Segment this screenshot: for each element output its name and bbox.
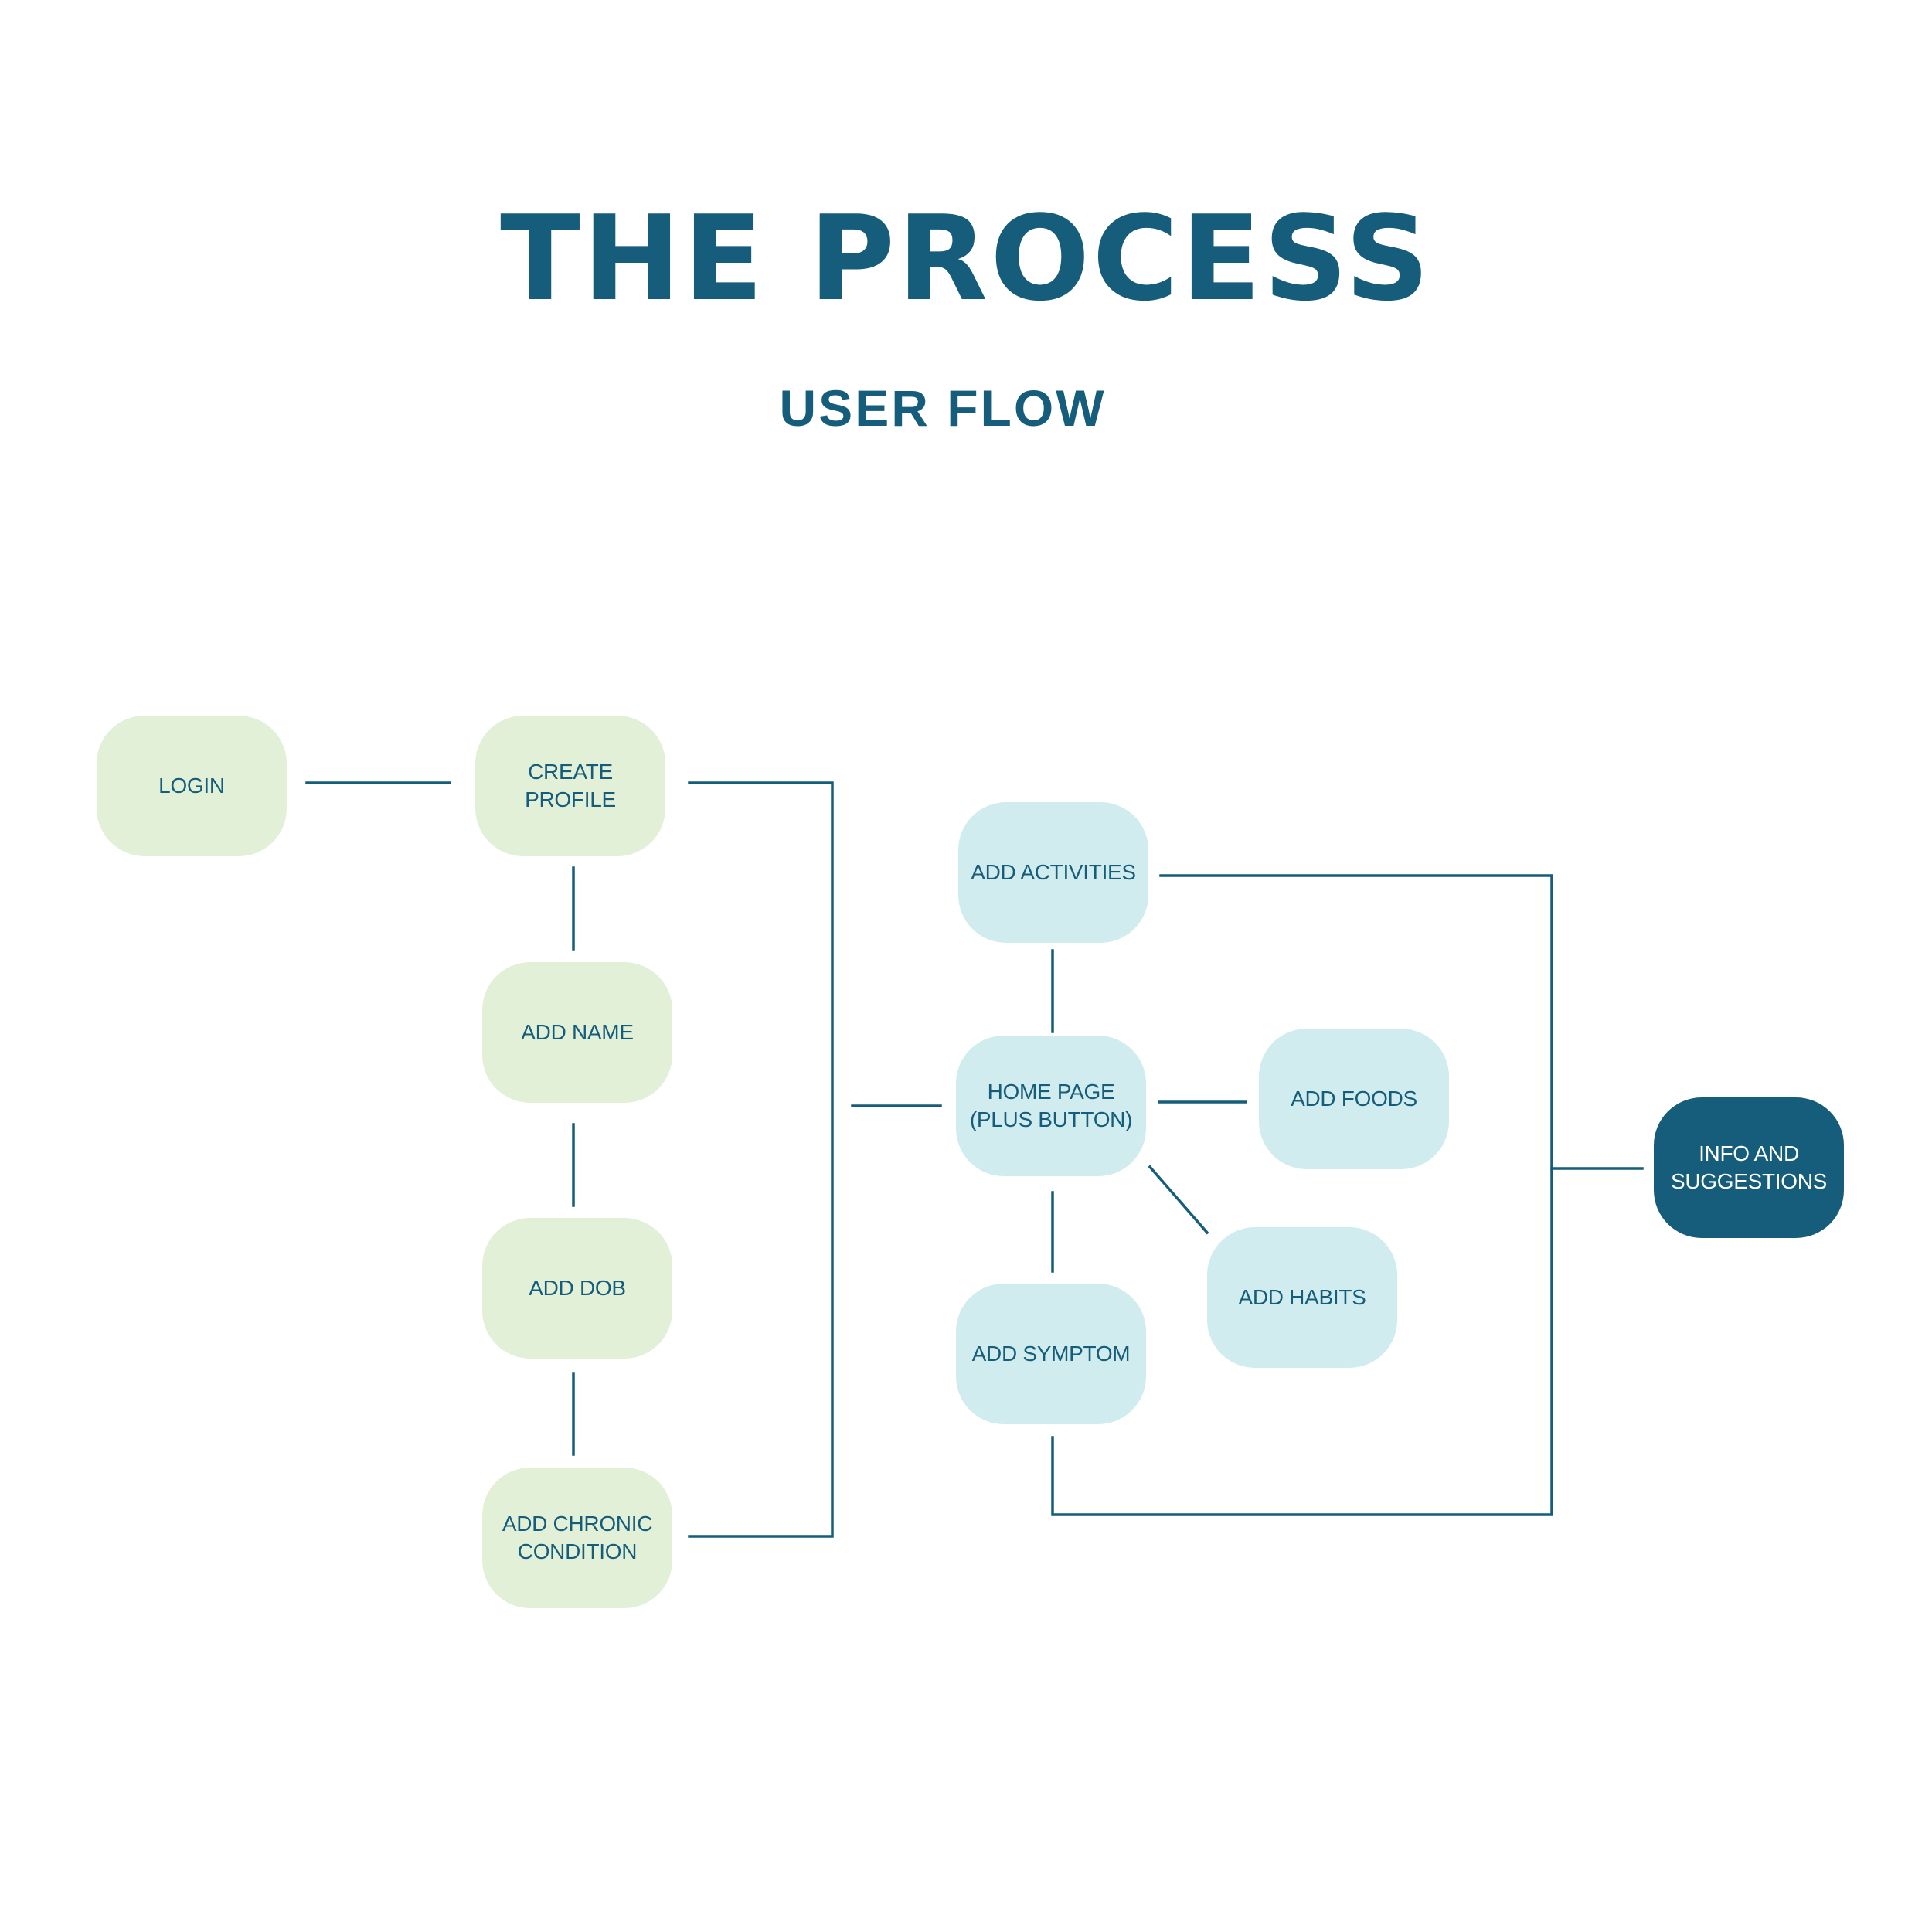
login-node-label: LOGIN <box>158 774 225 798</box>
add-foods-node[interactable]: ADD FOODS <box>1259 1029 1449 1169</box>
add-name-node[interactable]: ADD NAME <box>482 962 672 1103</box>
info-and-suggestions-node-label: INFO AND SUGGESTIONS <box>1670 1141 1828 1193</box>
home-page-node[interactable]: HOME PAGE (PLUS BUTTON) <box>956 1036 1146 1176</box>
add-habits-node[interactable]: ADD HABITS <box>1207 1227 1397 1368</box>
add-chronic-condition-node[interactable]: ADD CHRONIC CONDITION <box>482 1468 672 1608</box>
connector-activities-to-bracket <box>1051 874 1553 1516</box>
info-and-suggestions-node[interactable]: INFO AND SUGGESTIONS <box>1654 1097 1844 1238</box>
add-dob-node-label: ADD DOB <box>529 1276 626 1300</box>
add-symptom-node[interactable]: ADD SYMPTOM <box>956 1284 1146 1424</box>
create-profile-node-label: CREATE PROFILE <box>525 760 616 811</box>
page-subtitle: USER FLOW <box>779 379 1107 437</box>
connector-home-add-habits <box>1148 1165 1209 1235</box>
add-foods-node-label: ADD FOODS <box>1291 1087 1417 1111</box>
add-dob-node[interactable]: ADD DOB <box>482 1218 672 1359</box>
add-chronic-condition-node-label: ADD CHRONIC CONDITION <box>502 1512 653 1563</box>
home-page-node-label: HOME PAGE (PLUS BUTTON) <box>969 1080 1133 1131</box>
add-name-node-label: ADD NAME <box>521 1020 634 1044</box>
add-activities-node[interactable]: ADD ACTIVITIES <box>958 802 1148 943</box>
connector-profile-bracket <box>688 781 834 1538</box>
add-symptom-node-label: ADD SYMPTOM <box>971 1342 1131 1366</box>
add-habits-node-label: ADD HABITS <box>1238 1285 1366 1309</box>
login-node[interactable]: LOGIN <box>97 716 287 856</box>
add-activities-node-label: ADD ACTIVITIES <box>971 860 1136 884</box>
create-profile-node[interactable]: CREATE PROFILE <box>475 716 665 856</box>
page-title: THE PROCESS <box>500 190 1432 327</box>
